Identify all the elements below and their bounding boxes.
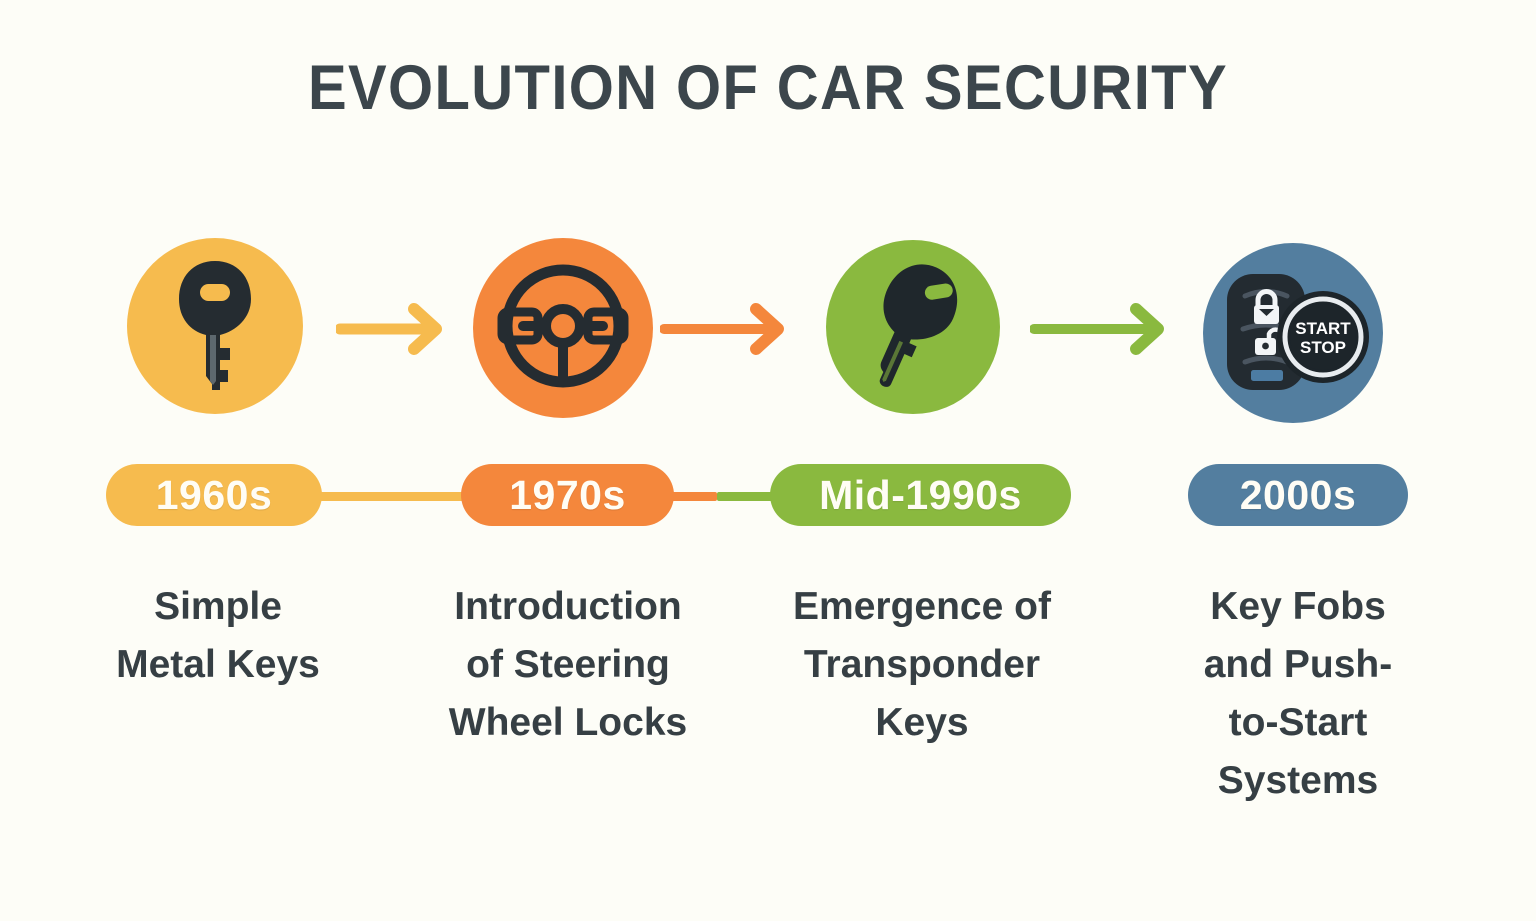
caption-line: Transponder xyxy=(803,643,1041,686)
arrow-1960s-to-1970s xyxy=(334,300,448,363)
period-pill-2000s[interactable]: 2000s xyxy=(1188,464,1408,526)
push-start-label-stop: STOP xyxy=(1300,338,1346,357)
stage-icon-circle-1960s[interactable] xyxy=(127,238,303,414)
caption-line: Wheel Locks xyxy=(448,701,688,744)
caption-line: to-Start xyxy=(1228,701,1368,744)
stage-caption-1960s: Simple Metal Keys xyxy=(84,578,352,694)
steering-wheel-lock-icon xyxy=(496,259,630,398)
metal-key-icon xyxy=(170,258,260,395)
key-fob-push-start-icon: START STOP xyxy=(1213,266,1373,401)
caption-line: and Push- xyxy=(1203,643,1393,686)
page-title: EVOLUTION OF CAR SECURITY xyxy=(307,53,1229,123)
caption-line: Keys xyxy=(875,701,969,744)
connector-1970s-mid1990s-left xyxy=(645,492,717,501)
arrow-mid1990s-to-2000s xyxy=(1029,300,1172,363)
period-pill-label: 1970s xyxy=(509,471,626,518)
caption-line: Emergence of xyxy=(793,585,1051,628)
caption-line: Introduction xyxy=(454,585,682,628)
fob-lock-button-glyph xyxy=(1254,288,1279,324)
stage-icon-circle-2000s[interactable]: START STOP xyxy=(1203,243,1383,423)
stage-caption-mid-1990s: Emergence of Transponder Keys xyxy=(772,578,1072,752)
stage-caption-2000s: Key Fobs and Push- to-Start Systems xyxy=(1178,578,1418,810)
push-start-label-start: START xyxy=(1295,319,1351,338)
stage-caption-1970s: Introduction of Steering Wheel Locks xyxy=(412,578,724,752)
transponder-key-icon xyxy=(853,255,973,400)
stage-icon-circle-mid-1990s[interactable] xyxy=(826,240,1000,414)
caption-line: Metal Keys xyxy=(116,643,320,686)
caption-line: Systems xyxy=(1217,759,1379,802)
caption-line: Key Fobs xyxy=(1210,585,1386,628)
period-pill-mid-1990s[interactable]: Mid-1990s xyxy=(770,464,1071,526)
connector-1960s-1970s xyxy=(285,492,485,501)
period-pill-label: 2000s xyxy=(1239,471,1357,518)
period-pill-label: Mid-1990s xyxy=(819,471,1022,518)
stage-icon-circle-1970s[interactable] xyxy=(473,238,653,418)
caption-line: of Steering xyxy=(466,643,670,686)
caption-line: Simple xyxy=(154,585,282,628)
arrow-1970s-to-mid1990s xyxy=(659,300,792,363)
period-pill-1970s[interactable]: 1970s xyxy=(461,464,674,526)
period-pill-1960s[interactable]: 1960s xyxy=(106,464,322,526)
connector-1970s-mid1990s-right xyxy=(717,492,789,501)
period-pill-label: 1960s xyxy=(155,471,273,518)
